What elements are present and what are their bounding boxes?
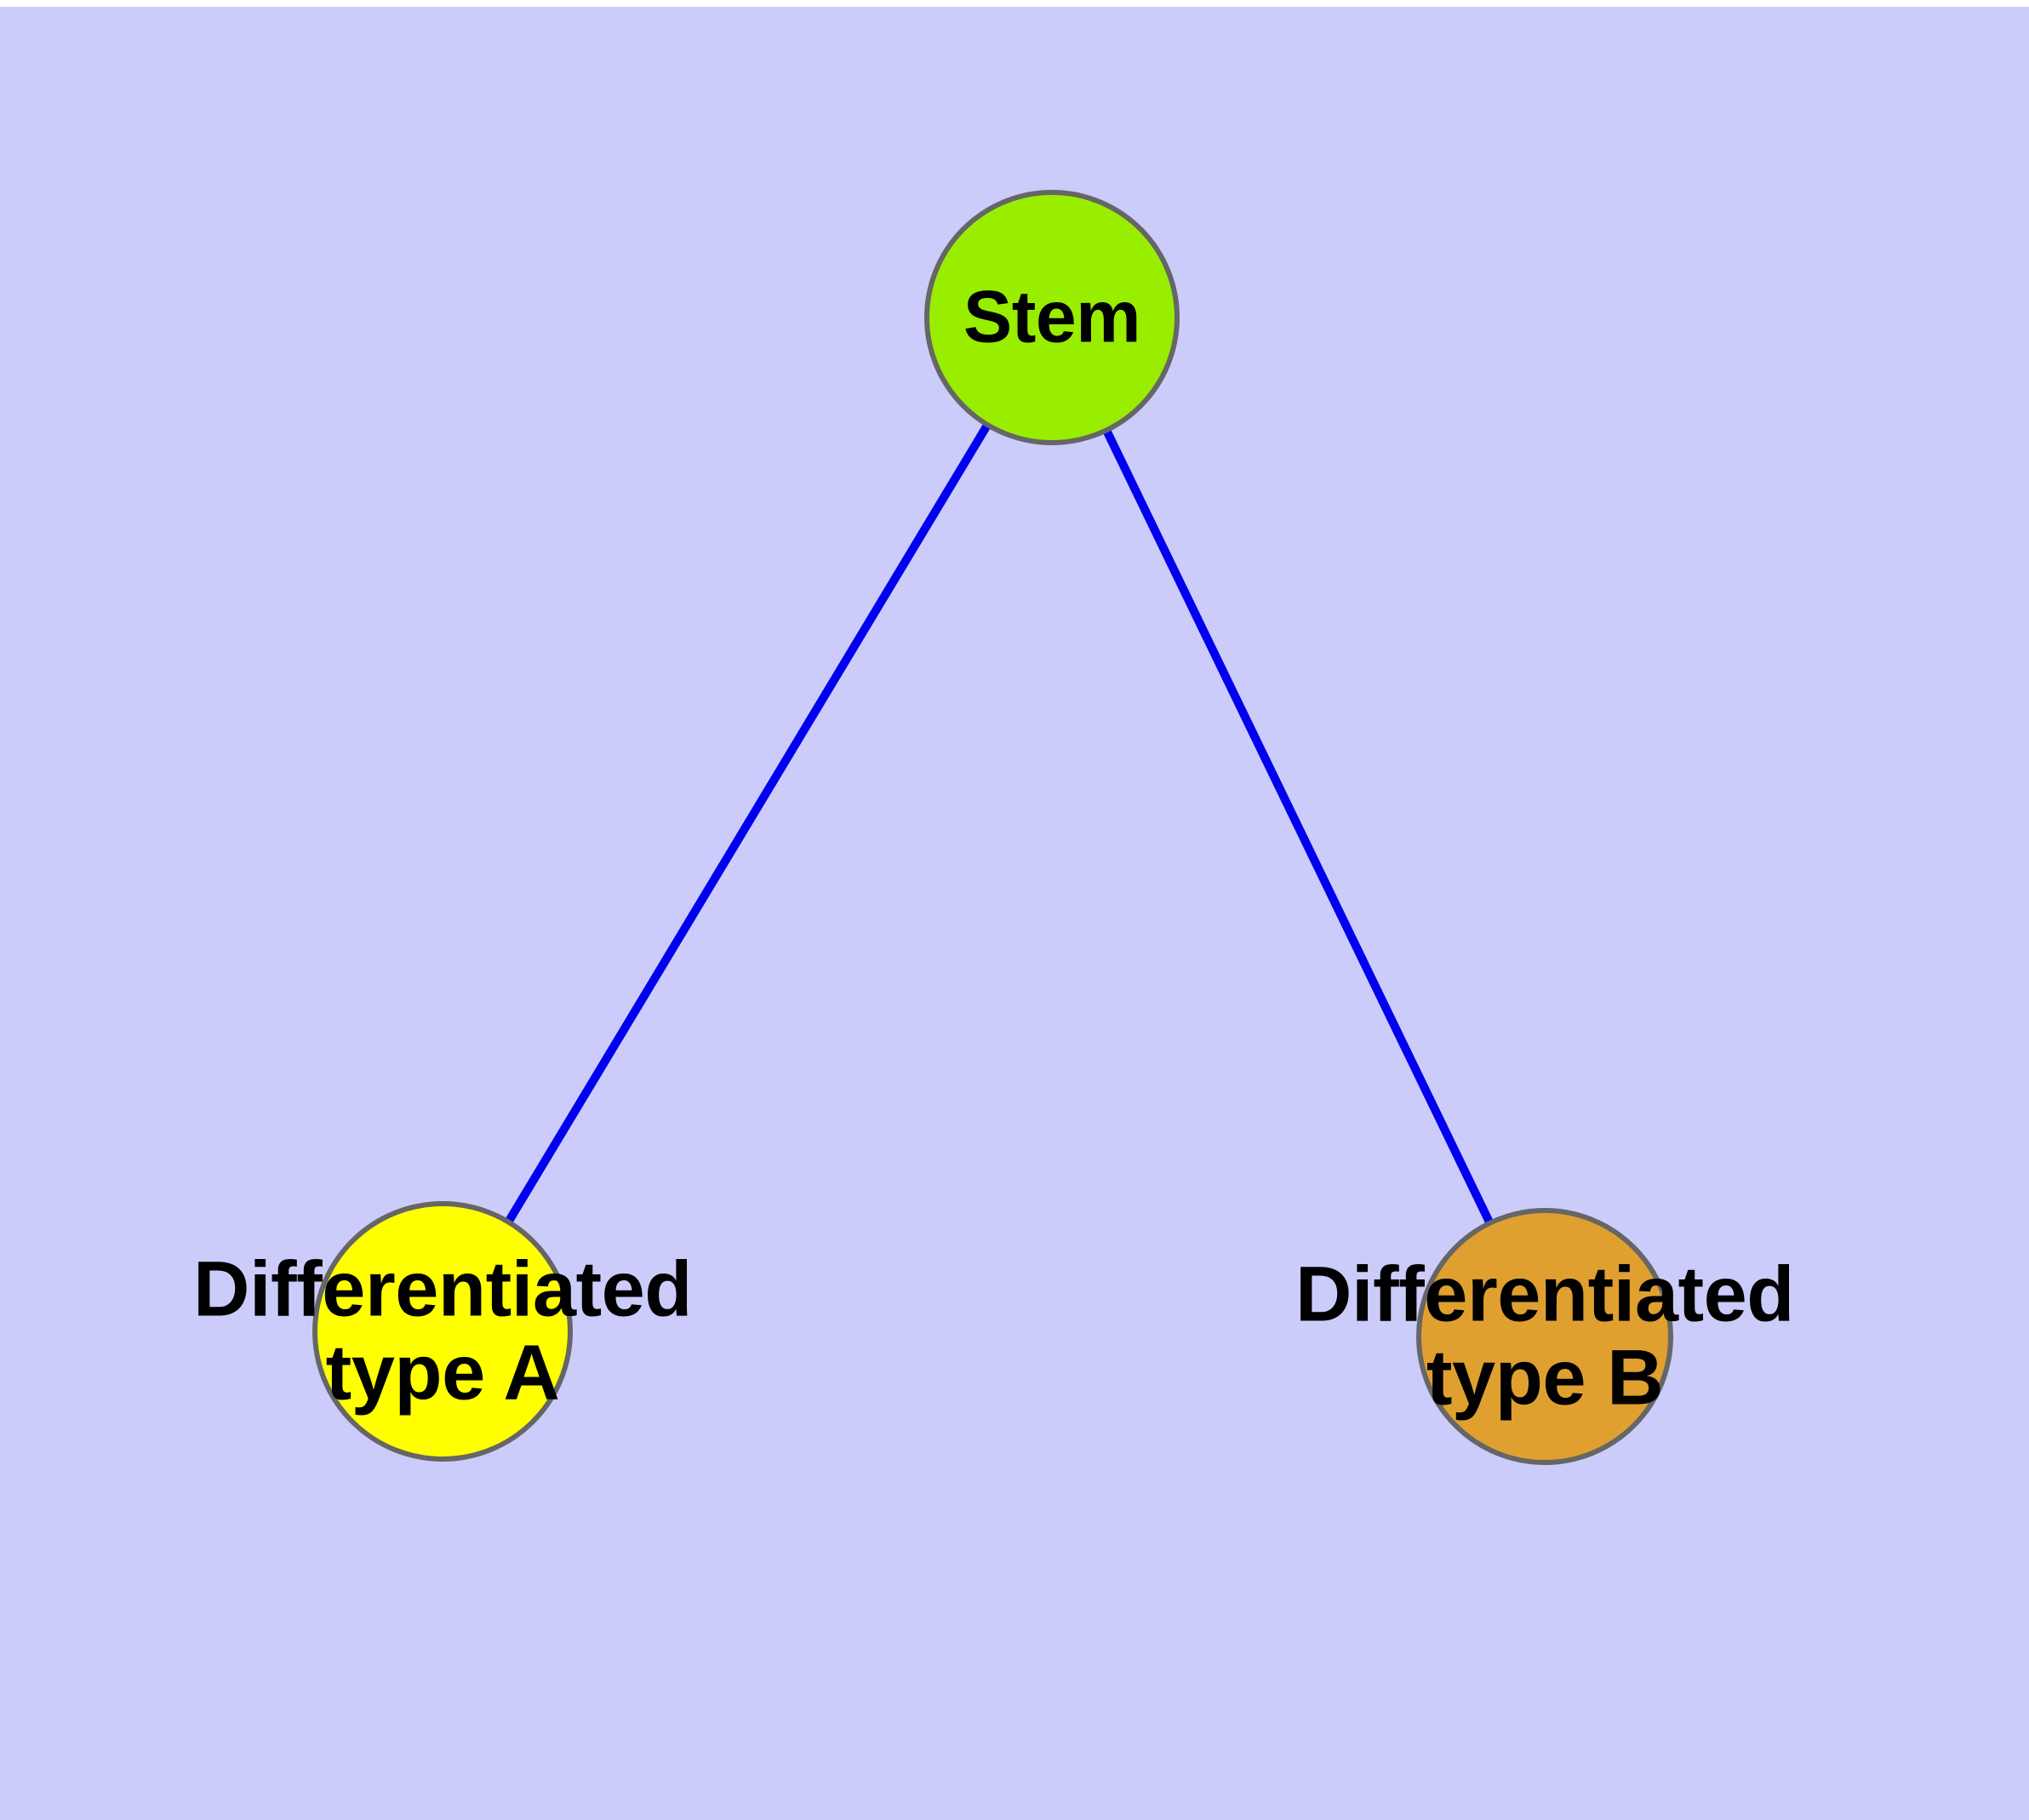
node-stem[interactable] xyxy=(924,190,1180,445)
node-differentiated-type-a[interactable] xyxy=(312,1201,573,1462)
edge-stem-to-differentiated-type-a xyxy=(438,315,1056,1334)
node-differentiated-type-b[interactable] xyxy=(1416,1208,1673,1465)
node-layer xyxy=(312,190,1673,1465)
edge-stem-to-differentiated-type-b xyxy=(1048,315,1549,1339)
edge-layer xyxy=(438,315,1549,1339)
